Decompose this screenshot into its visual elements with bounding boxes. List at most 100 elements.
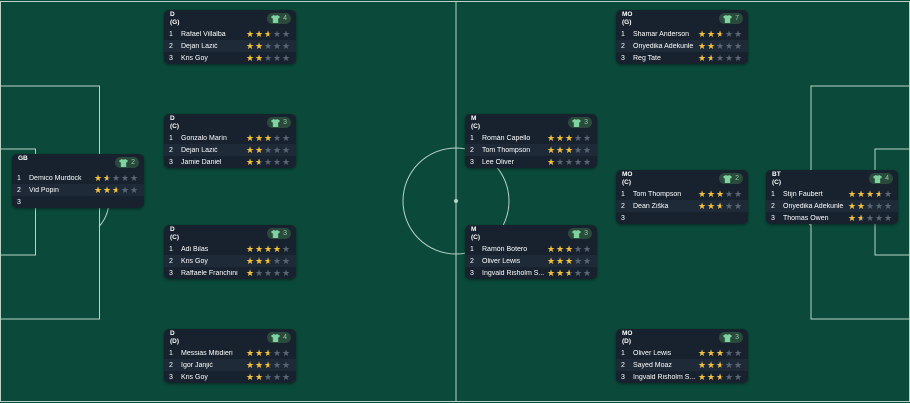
player-name[interactable]: Demico Murdock [29, 174, 82, 182]
shirt-icon [572, 229, 582, 238]
player-name[interactable]: Dejan Lazić [181, 42, 218, 50]
squad-depth-badge[interactable]: 2 [719, 173, 743, 184]
player-name[interactable]: Oliver Lewis [482, 257, 521, 265]
player-name[interactable]: Lee Oliver [482, 158, 514, 166]
player-name[interactable]: Igor Janjić [181, 361, 213, 369]
player-name[interactable]: Ingvald Risholm S... [633, 373, 696, 381]
player-name[interactable]: Dejan Lazić [181, 146, 218, 154]
squad-depth-badge[interactable]: 2 [115, 157, 139, 168]
squad-depth-badge[interactable]: 3 [267, 117, 291, 128]
player-name[interactable]: Kris Goy [181, 257, 208, 265]
player-name[interactable]: Raffaele Franchini [181, 269, 238, 277]
player-name[interactable]: Rafael Villalba [181, 30, 226, 38]
player-name[interactable]: Stijn Faubert [783, 190, 823, 198]
player-name[interactable]: Jamie Daniel [181, 158, 222, 166]
player-row[interactable]: 3 [12, 196, 144, 208]
role-label: M(C) [471, 226, 480, 241]
player-name[interactable]: Shamar Anderson [633, 30, 690, 38]
star-icon: ★★ [94, 172, 103, 183]
player-name[interactable]: Ingvald Risholm S... [482, 269, 545, 277]
player-name[interactable]: Adi Bilas [181, 245, 209, 253]
star-icon: ★★ [121, 184, 130, 195]
squad-depth-badge[interactable]: 7 [719, 13, 743, 24]
player-name[interactable]: Sayed Moaz [633, 361, 672, 369]
player-name[interactable]: Messias Mitidieri [181, 349, 233, 357]
player-name[interactable]: Onyedika Adekunle [633, 42, 694, 50]
player-name[interactable]: Thomas Owen [783, 214, 829, 222]
role-duty: (C) [170, 122, 180, 130]
squad-depth-badge[interactable]: 3 [568, 228, 592, 239]
star-rating: ★★★★★★★★★★ [698, 360, 744, 370]
shirt-icon [119, 158, 129, 167]
player-name[interactable]: Tom Thompson [633, 190, 682, 198]
star-icon: ★★ [698, 28, 707, 39]
squad-depth-badge[interactable]: 3 [568, 117, 592, 128]
player-name[interactable]: Román Capello [482, 134, 531, 142]
player-name[interactable]: Ramón Botero [482, 245, 528, 253]
star-icon: ★★ [103, 172, 112, 183]
player-row[interactable]: 3 [616, 212, 748, 224]
star-icon: ★★ [716, 347, 725, 358]
player-name[interactable]: Dean Žiška [633, 202, 669, 210]
player-name[interactable]: Onyedika Adekunle [783, 202, 844, 210]
squad-depth-badge[interactable]: 3 [267, 228, 291, 239]
star-icon: ★★ [707, 40, 716, 51]
player-name[interactable]: Gonzalo Marín [181, 134, 227, 142]
player-name[interactable]: Kris Goy [181, 54, 208, 62]
squad-depth-badge[interactable]: 3 [719, 332, 743, 343]
star-icon: ★★ [246, 132, 255, 143]
squad-depth-badge[interactable]: 4 [267, 332, 291, 343]
player-name[interactable]: Reg Tate [633, 54, 661, 62]
squad-depth-badge[interactable]: 4 [869, 173, 893, 184]
squad-depth-badge[interactable]: 4 [267, 13, 291, 24]
role-duty: (C) [622, 178, 632, 186]
player-name[interactable]: Oliver Lewis [633, 349, 672, 357]
player-name[interactable]: Vid Popin [29, 186, 59, 194]
player-name[interactable]: Kris Goy [181, 373, 208, 381]
player-name[interactable]: Tom Thompson [482, 146, 531, 154]
card-header: M(C)3 [465, 114, 597, 132]
